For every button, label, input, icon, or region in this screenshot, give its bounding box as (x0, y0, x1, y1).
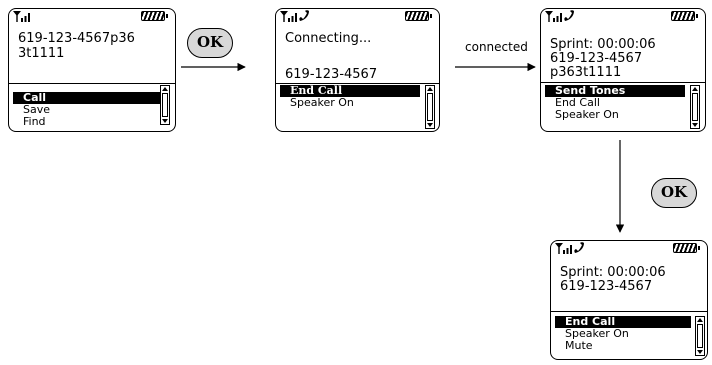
handset-icon (574, 242, 584, 253)
menu-item-mute[interactable]: Mute (565, 339, 593, 352)
call-timer: Sprint: 00:00:06 (560, 265, 666, 280)
call-timer: Sprint: 00:00:06 (550, 37, 656, 52)
scroll-up-icon (427, 87, 433, 91)
dialed-number: 619-123-4567 (550, 51, 643, 66)
menu-item-send-tones[interactable]: Send Tones (545, 85, 685, 97)
status-bar (541, 9, 705, 23)
scroll-up-icon (697, 318, 703, 322)
scroll-thumb (427, 93, 433, 121)
menu-scrollbar[interactable] (690, 85, 700, 129)
menu-item-speaker-on[interactable]: Speaker On (555, 108, 619, 121)
scroll-up-icon (692, 87, 698, 91)
menu-item-speaker-on[interactable]: Speaker On (290, 96, 354, 109)
menu-scrollbar[interactable] (695, 316, 705, 356)
separator (276, 83, 439, 84)
status-bar (551, 241, 707, 255)
scroll-down-icon (697, 350, 703, 354)
scroll-thumb (697, 324, 703, 348)
signal-strength-icon (13, 11, 30, 22)
status-bar (9, 9, 175, 23)
menu-item-end-call[interactable]: End Call (280, 85, 420, 97)
scroll-down-icon (692, 123, 698, 127)
dialed-number-line-1: 619-123-4567p36 (18, 31, 135, 46)
battery-icon (673, 243, 700, 253)
phone-screen-connecting: Connecting... 619-123-4567 End Call Spea… (275, 8, 440, 132)
scroll-thumb (692, 93, 698, 121)
scroll-down-icon (162, 119, 168, 123)
ok-key-2[interactable]: OK (651, 178, 697, 208)
menu-item-end-call[interactable]: End Call (555, 316, 691, 328)
connected-label: connected (465, 40, 528, 54)
menu-item-save[interactable]: Save (23, 103, 51, 116)
dialed-number: 619-123-4567 (560, 279, 653, 294)
battery-icon (671, 11, 698, 21)
ok-key-1[interactable]: OK (187, 28, 233, 58)
scroll-thumb (162, 93, 168, 117)
signal-strength-icon (555, 243, 572, 254)
menu-item-end-call[interactable]: End Call (555, 96, 600, 109)
dialed-number: 619-123-4567 (285, 67, 378, 82)
status-text: Connecting... (285, 31, 372, 46)
separator (541, 82, 705, 83)
options-menu: Send Tones End Call Speaker On (545, 85, 685, 121)
phone-screen-connected: Sprint: 00:00:06 619-123-4567 p363t1111 … (540, 8, 706, 132)
battery-icon (405, 11, 432, 21)
dialed-number-line-2: 3t1111 (18, 46, 65, 61)
options-menu: End Call Speaker On Mute (555, 316, 691, 352)
status-bar (276, 9, 439, 23)
menu-item-speaker-on[interactable]: Speaker On (565, 327, 629, 340)
menu-scrollbar[interactable] (425, 85, 435, 129)
phone-screen-dial: 619-123-4567p36 3t1111 Call Save Find (8, 8, 176, 132)
tone-sequence: p363t1111 (550, 65, 622, 80)
scroll-down-icon (427, 123, 433, 127)
signal-strength-icon (545, 11, 562, 22)
menu-item-find[interactable]: Find (23, 115, 46, 128)
separator (9, 83, 175, 84)
handset-icon (299, 10, 309, 21)
menu-item-call[interactable]: Call (13, 92, 163, 104)
menu-scrollbar[interactable] (160, 85, 170, 125)
signal-strength-icon (280, 11, 297, 22)
handset-icon (564, 10, 574, 21)
phone-screen-end-call: Sprint: 00:00:06 619-123-4567 End Call S… (550, 240, 708, 360)
separator (551, 311, 707, 312)
options-menu: End Call Speaker On (280, 85, 420, 109)
battery-icon (141, 11, 168, 21)
options-menu: Call Save Find (13, 92, 163, 128)
scroll-up-icon (162, 87, 168, 91)
